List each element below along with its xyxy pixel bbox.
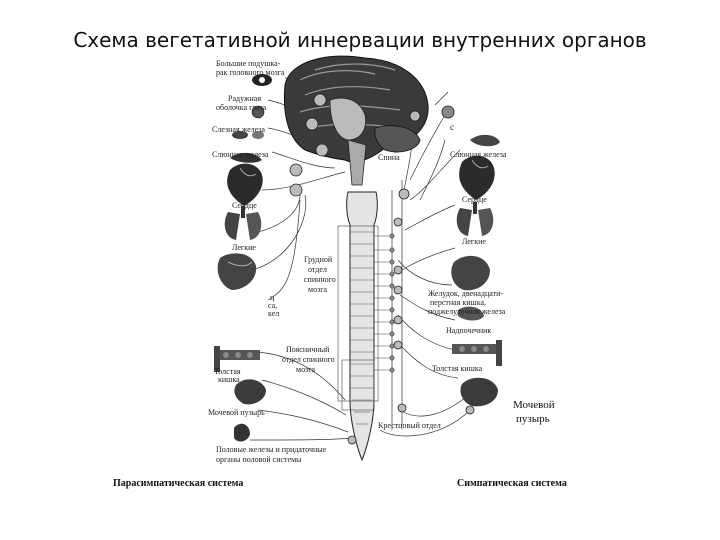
label-colon-left-2: кишка — [218, 375, 240, 384]
label-lungs-right: Легкие — [462, 237, 486, 246]
label-thoracic-1: Грудной — [304, 255, 333, 264]
nerve-lines — [249, 77, 473, 441]
label-stomach-2: перстная кишка, — [430, 298, 486, 307]
caption-parasympathetic: Парасимпатическая система — [113, 478, 243, 489]
label-left-partial-1: ц — [270, 293, 275, 302]
stomach-icon-left — [217, 253, 257, 290]
bladder-icon-left — [234, 379, 266, 405]
colon-icon-right — [452, 340, 502, 366]
label-bladder-right-2: пузырь — [516, 413, 550, 425]
label-pituitary-1: Большие подушка- — [216, 59, 281, 68]
label-heart-right: Сердце — [462, 195, 487, 204]
salivary-icon-right — [470, 134, 500, 147]
label-stomach-3: поджелудочная железа — [428, 307, 506, 316]
label-adrenal: Надпочечник — [446, 326, 491, 335]
page-title: Схема вегетативной иннервации внутренних… — [73, 28, 647, 52]
label-pituitary-2: рак головного мозга — [216, 68, 285, 77]
label-stomach-1: Желудок, двенадцати- — [428, 289, 503, 298]
label-lungs-left: Легкие — [232, 243, 256, 252]
label-spine-upper: Спина — [378, 153, 400, 162]
brain-illustration — [283, 55, 429, 186]
label-iris-1: Радужная — [228, 94, 261, 103]
label-thoracic-3: спинного — [304, 275, 336, 284]
label-salivary-right: Слюнная железа — [450, 150, 507, 159]
adrenal-icon-right — [458, 306, 484, 321]
iris-icon-left — [251, 105, 265, 119]
lungs-icon-right — [456, 202, 494, 236]
label-genital-1: Половые железы и придаточные — [216, 445, 327, 454]
caption-sympathetic: Симпатическая система — [457, 478, 567, 489]
bladder-icon-right — [460, 377, 498, 407]
salivary-icon-left — [230, 152, 262, 163]
label-bladder-right-1: Мочевой — [513, 399, 555, 411]
label-letter-c: с — [450, 123, 454, 133]
genital-icon-left — [234, 423, 250, 442]
lungs-icon-left — [224, 206, 262, 240]
label-colon-left-1: Толстая — [214, 367, 241, 376]
stomach-icon-right — [451, 255, 490, 291]
label-heart-left: Сердце — [232, 201, 257, 210]
label-left-partial-2: са, — [268, 301, 277, 310]
colon-icon-left — [214, 346, 260, 372]
label-thoracic-2: отдел — [308, 265, 327, 274]
label-salivary-left: Слюнная железа — [212, 150, 269, 159]
heart-icon-right — [459, 155, 495, 200]
label-lumbar-1: Поясничный — [286, 345, 330, 354]
label-genital-2: органы половой системы — [216, 455, 302, 464]
label-sacral: Крестцовый отдел — [378, 421, 441, 430]
label-lacrimal: Слезная железа — [212, 125, 265, 134]
eye-icon-right — [441, 105, 455, 119]
label-bladder-left: Мочевой пузырь — [208, 408, 265, 417]
label-left-partial-3: кел — [268, 309, 279, 318]
eye-icon-left — [252, 74, 272, 86]
label-thoracic-4: мозга — [308, 285, 328, 294]
heart-icon-left — [227, 163, 263, 206]
label-colon-right: Толстая кишка — [432, 364, 483, 373]
label-lumbar-3: мозга — [296, 365, 316, 374]
lacrimal-icon-left — [232, 131, 264, 139]
label-lumbar-2: отдел спинного — [282, 355, 335, 364]
label-iris-2: оболочка глаза — [216, 103, 267, 112]
spinal-cord — [337, 191, 392, 462]
